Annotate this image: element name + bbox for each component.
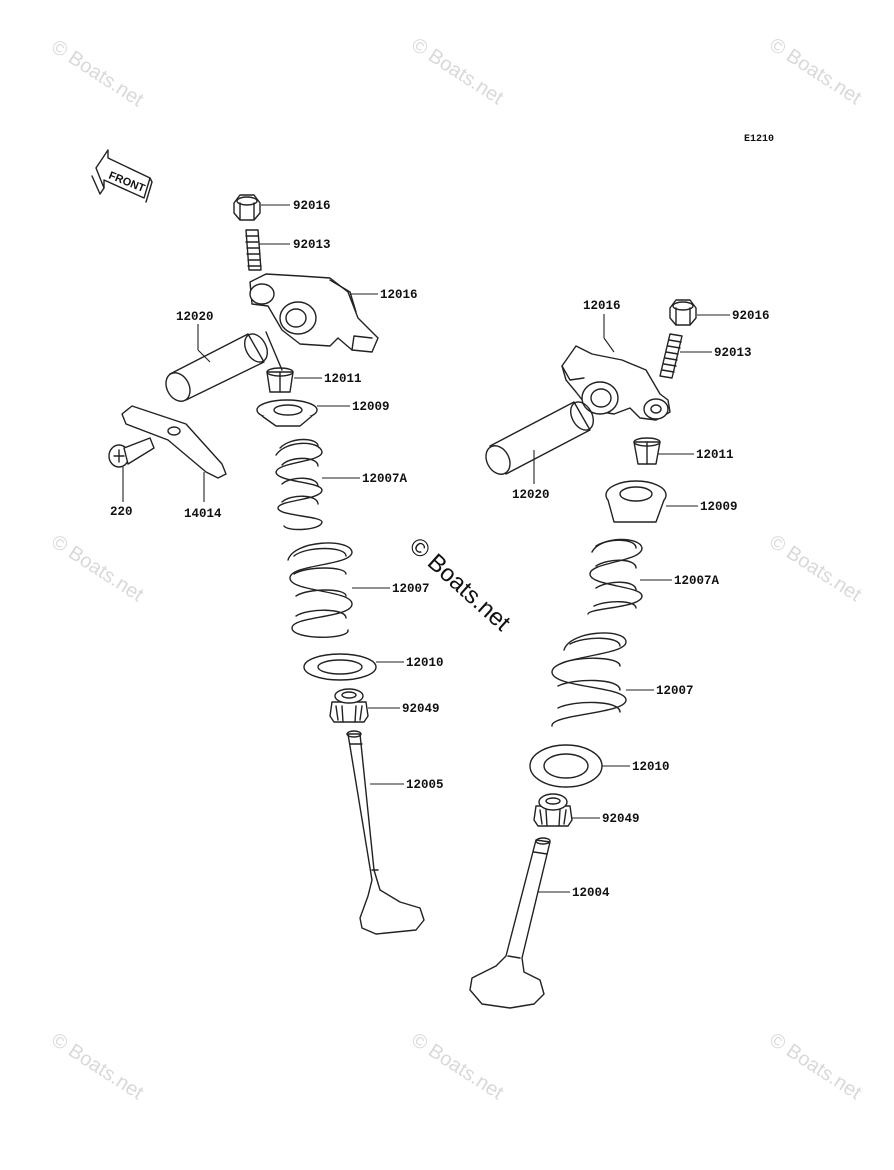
callout-right-92049: 92049 bbox=[602, 812, 640, 826]
callout-left-12011: 12011 bbox=[324, 372, 362, 386]
callout-left-12009: 12009 bbox=[352, 400, 390, 414]
left-nut-92016 bbox=[233, 194, 261, 221]
watermark-mid-left: © Boats.net bbox=[47, 531, 147, 607]
right-retainer-12009 bbox=[605, 480, 667, 523]
left-rocker-shaft-12020 bbox=[165, 331, 283, 402]
callout-left-12010: 12010 bbox=[406, 656, 444, 670]
callout-right-92016: 92016 bbox=[732, 309, 770, 323]
left-outer-spring-12007 bbox=[287, 542, 353, 638]
leader-lines bbox=[122, 204, 730, 893]
left-rocker-arm-12016 bbox=[249, 273, 379, 353]
watermark-top-right: © Boats.net bbox=[765, 34, 865, 110]
callout-left-92049: 92049 bbox=[402, 702, 440, 716]
left-plate-14014 bbox=[121, 405, 227, 479]
right-nut-92016 bbox=[669, 299, 697, 326]
watermark-bottom-left: © Boats.net bbox=[47, 1029, 147, 1105]
diagram-code: E1210 bbox=[744, 134, 774, 145]
left-assembly bbox=[108, 194, 425, 935]
callout-right-12010: 12010 bbox=[632, 760, 670, 774]
left-seal-92049 bbox=[329, 688, 369, 723]
left-washer-12010 bbox=[303, 653, 377, 681]
right-adjuster-screw-92013 bbox=[659, 333, 683, 379]
left-inner-spring-12007A bbox=[275, 438, 323, 531]
watermark-bottom-right: © Boats.net bbox=[765, 1029, 865, 1105]
callout-left-92016: 92016 bbox=[293, 199, 331, 213]
callout-right-12009: 12009 bbox=[700, 500, 738, 514]
front-arrow-icon: FRONT bbox=[91, 149, 153, 203]
callout-left-12005: 12005 bbox=[406, 778, 444, 792]
callout-left-220: 220 bbox=[110, 505, 133, 519]
callout-labels: 92016 92013 12016 12020 12011 12009 1200… bbox=[110, 199, 770, 900]
right-collet-12011 bbox=[633, 437, 661, 465]
right-washer-12010 bbox=[529, 744, 603, 788]
left-retainer-12009 bbox=[256, 399, 318, 427]
callout-left-12016: 12016 bbox=[380, 288, 418, 302]
callout-left-12007: 12007 bbox=[392, 582, 430, 596]
left-valve-12005 bbox=[346, 730, 425, 935]
callout-right-12004: 12004 bbox=[572, 886, 610, 900]
callout-right-12011: 12011 bbox=[696, 448, 734, 462]
callout-right-12007: 12007 bbox=[656, 684, 694, 698]
right-valve-12004 bbox=[469, 837, 551, 1009]
callout-left-12007A: 12007A bbox=[362, 472, 408, 486]
watermark-top-center: © Boats.net bbox=[407, 34, 507, 110]
watermark-bottom-center: © Boats.net bbox=[407, 1029, 507, 1105]
right-seal-92049 bbox=[533, 793, 573, 827]
right-rocker-arm-12016 bbox=[561, 345, 671, 421]
callout-right-12020: 12020 bbox=[512, 488, 550, 502]
right-rocker-shaft-12020 bbox=[485, 401, 594, 475]
watermark-top-left: © Boats.net bbox=[47, 36, 147, 112]
left-bolt-220 bbox=[108, 437, 155, 468]
right-outer-spring-12007 bbox=[551, 632, 627, 727]
callout-right-12016: 12016 bbox=[583, 299, 621, 313]
callout-left-92013: 92013 bbox=[293, 238, 331, 252]
right-assembly bbox=[469, 299, 697, 1009]
callout-right-92013: 92013 bbox=[714, 346, 752, 360]
callout-left-12020: 12020 bbox=[176, 310, 214, 324]
right-inner-spring-12007A bbox=[587, 538, 643, 615]
left-collet-12011 bbox=[266, 367, 294, 393]
callout-right-12007A: 12007A bbox=[674, 574, 720, 588]
left-adjuster-screw-92013 bbox=[245, 229, 262, 271]
watermark-mid-right: © Boats.net bbox=[765, 531, 865, 607]
callout-left-14014: 14014 bbox=[184, 507, 222, 521]
